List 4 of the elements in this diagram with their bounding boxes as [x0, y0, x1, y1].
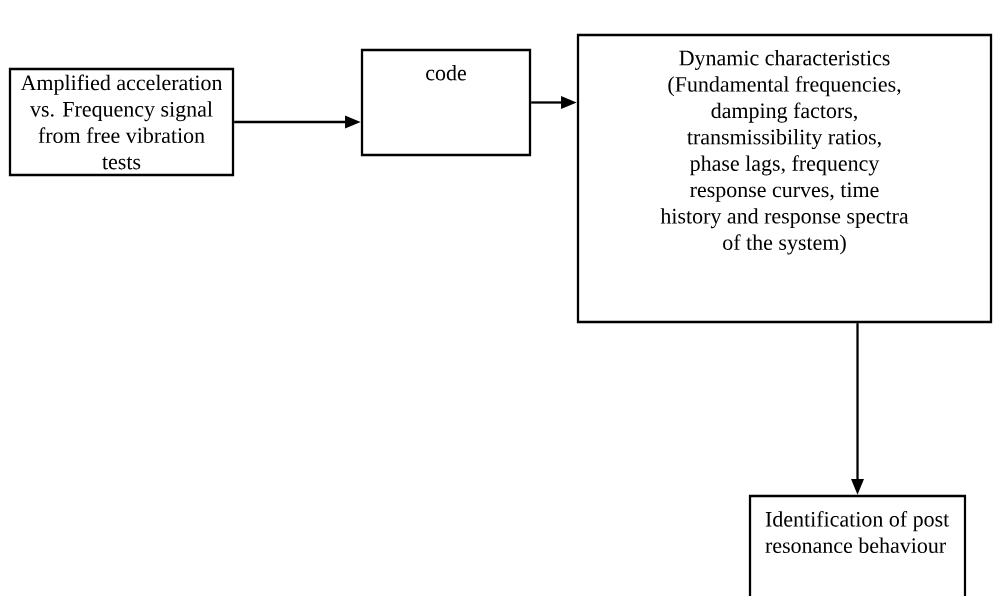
- process-box: code: [360, 48, 532, 157]
- process-box: Amplified acceleration vs. Frequency signal from free vibration tests: [8, 67, 235, 177]
- process-box: Dynamic characteristics (Fundamental frequencies, damping factors, transmissibility ratios, phase lags, frequency response curves, time history and response spectra of the system): [576, 33, 993, 324]
- process-box: Identification of post resonance behaviour: [748, 494, 967, 596]
